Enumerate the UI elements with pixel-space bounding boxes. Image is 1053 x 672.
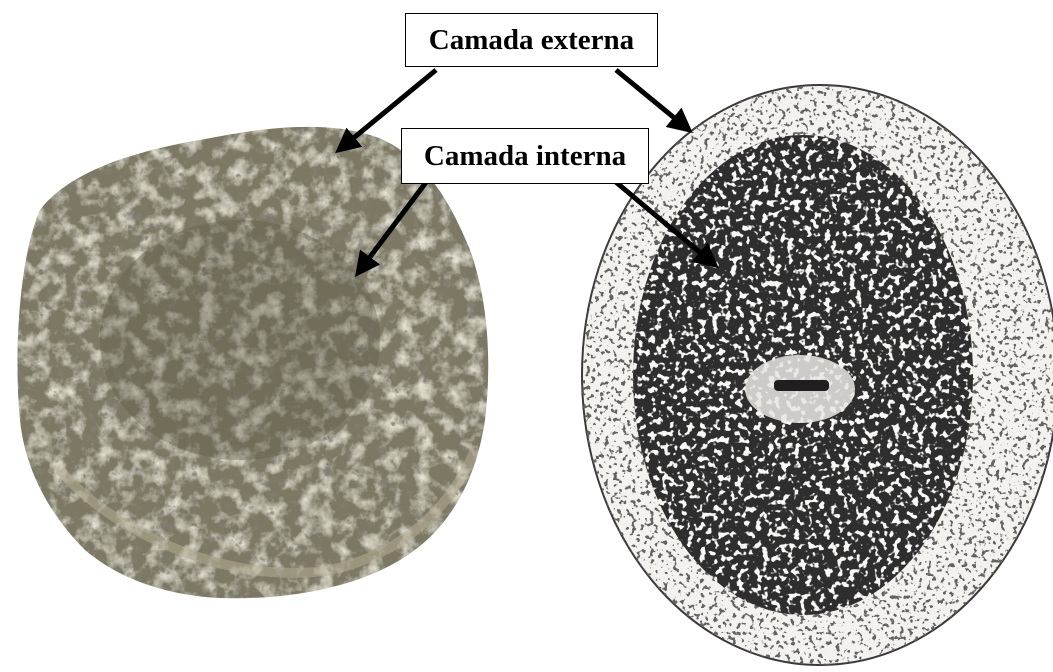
inner-layer-label-text: Camada interna [424, 142, 626, 171]
inner-layer-label: Camada interna [401, 128, 649, 184]
outer-layer-label: Camada externa [405, 13, 658, 67]
outer-layer-label-text: Camada externa [429, 26, 634, 55]
central-slit [774, 380, 829, 391]
arrow-outer-right [616, 70, 689, 130]
